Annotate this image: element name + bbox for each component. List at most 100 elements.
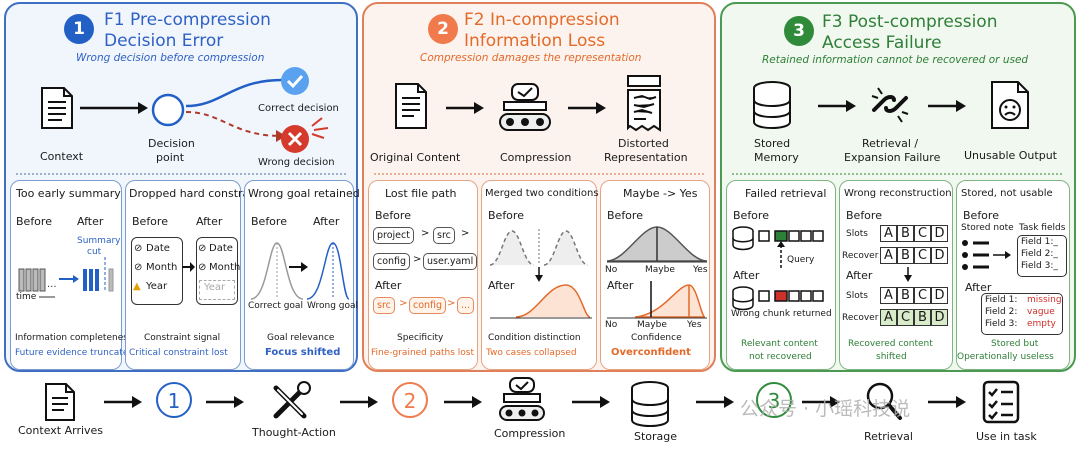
path-chip: user.yaml [423, 253, 478, 270]
f1-title-line2: Decision Error [104, 31, 224, 51]
f2-title-line1: F2 In-compression [464, 10, 620, 30]
constraint-item: Month [146, 262, 178, 273]
slot-cell: A [880, 225, 897, 242]
result-label: Critical constraint lost [129, 348, 228, 358]
task-field: Field 1:_ [1021, 237, 1058, 247]
magnifier-icon [866, 382, 902, 420]
after-label: After [375, 279, 402, 292]
after-label: After [196, 215, 223, 228]
metric-label: Constraint signal [144, 333, 221, 343]
arrow-icon [696, 396, 734, 408]
decision-point-line2: point [156, 151, 185, 164]
note-list-icon [962, 240, 1011, 270]
path-chip: project [373, 227, 414, 244]
warning-icon: ▲ [133, 281, 141, 292]
recover-cell-shifted: C [897, 309, 914, 326]
case-title: Stored, not usable [961, 188, 1053, 199]
recover-cell: D [931, 247, 948, 264]
chevron-right-icon: > [421, 228, 430, 239]
field-label: Field 2: [985, 307, 1018, 317]
confidence-before-curve-icon [606, 226, 708, 263]
decision-point-icon [151, 93, 185, 127]
f2-subtitle: Compression damages the representation [420, 52, 642, 64]
panel-f1-pre-compression: 1 F1 Pre-compression Decision Error Wron… [4, 2, 360, 372]
slot-cell: C [914, 287, 931, 304]
pipeline-step-label: Thought-Action [252, 426, 336, 439]
f3-case-stored-not-usable: Stored, not usable Before Stored note Ta… [956, 180, 1070, 370]
decision-paths [185, 78, 286, 142]
before-label: Before [733, 209, 769, 222]
svg-text:...: ... [47, 279, 57, 290]
case-title: Wrong reconstruction [844, 188, 952, 199]
divider [16, 173, 346, 175]
field-value-vague: vague [1027, 307, 1055, 317]
unusable-output-label: Unusable Output [964, 149, 1057, 162]
merged-curve-icon [490, 284, 592, 319]
after-label: After [488, 279, 515, 292]
tick-label: Yes [687, 320, 702, 330]
constraint-item: Date [209, 243, 233, 254]
summary-annotation-2: cut [87, 247, 102, 257]
path-chip-after: config [409, 297, 447, 314]
checklist-icon [982, 380, 1020, 424]
database-icon [631, 381, 669, 427]
slot-cell: B [897, 287, 914, 304]
case-title: Merged two conditions [485, 188, 599, 199]
case-title: Dropped hard constraint [129, 187, 264, 200]
distorted-document-icon [627, 75, 661, 132]
pipeline-step-label: Compression [494, 427, 566, 440]
chevron-right-icon: > [399, 298, 408, 309]
wrong-chunk-label: Wrong chunk returned [731, 309, 832, 319]
summary-annotation-1: Summary [77, 236, 121, 246]
pipeline-step-label: Storage [634, 430, 678, 443]
result-label: Future evidence truncated [15, 348, 135, 358]
slots-label: Slots [846, 291, 868, 301]
metric-label: Specificity [397, 333, 444, 343]
time-axis-label: time [16, 292, 37, 302]
database-icon [753, 81, 791, 129]
stored-line1: Stored [754, 137, 791, 150]
arrow-icon [340, 396, 378, 408]
arrow-icon [928, 100, 966, 112]
sad-document-icon [991, 81, 1029, 129]
after-label: After [846, 269, 873, 282]
pipeline-f2-badge: 2 [392, 382, 428, 418]
f2-number-badge: 2 [428, 14, 458, 44]
distorted-line1: Distorted [618, 137, 669, 150]
path-chip: config [373, 253, 411, 270]
recover-cell-shifted: B [914, 309, 931, 326]
arrow-icon [444, 396, 482, 408]
before-label: Before [16, 215, 52, 228]
task-field: Field 3:_ [1021, 261, 1058, 271]
f3-case-wrong-reconstruction: Wrong reconstruction Before Slots A B C … [839, 180, 953, 370]
panel-f2-in-compression: 2 F2 In-compression Information Loss Com… [362, 2, 716, 372]
f2-title-line2: Information Loss [464, 31, 606, 51]
f3-subtitle: Retained information cannot be recovered… [762, 54, 1029, 66]
tick-label: No [605, 320, 618, 330]
pipeline-step-label: Context Arrives [18, 424, 104, 437]
cross-icon [281, 125, 309, 153]
document-icon [41, 87, 73, 129]
tick-label: Maybe [637, 320, 667, 330]
watermark: 公众号 · 小瑶科技说 [740, 398, 911, 420]
before-label: Before [251, 215, 287, 228]
result-label: Overconfident [611, 347, 691, 358]
f3-title-line1: F3 Post-compression [822, 12, 998, 32]
metric-label: Information completeness [15, 333, 133, 343]
slot-cell: D [931, 287, 948, 304]
before-label: Before [846, 209, 882, 222]
goal-curves-icon [250, 242, 350, 300]
recover-cell: C [914, 247, 931, 264]
metric-label: Condition distinction [488, 333, 581, 343]
field-value-missing: missing [1027, 295, 1062, 305]
pipeline-step-label: Use in task [976, 430, 1037, 443]
after-label: After [965, 281, 992, 294]
tools-icon [273, 381, 311, 419]
pipeline-f3-badge: 3 [756, 382, 792, 418]
chevron-right-icon: > [413, 254, 422, 265]
check-icon: ⊘ [198, 262, 207, 273]
tick-label: Maybe [645, 265, 675, 275]
arrow-icon [104, 396, 142, 408]
recover-label: Recover [842, 313, 879, 323]
recover-cell-shifted: A [880, 309, 897, 326]
